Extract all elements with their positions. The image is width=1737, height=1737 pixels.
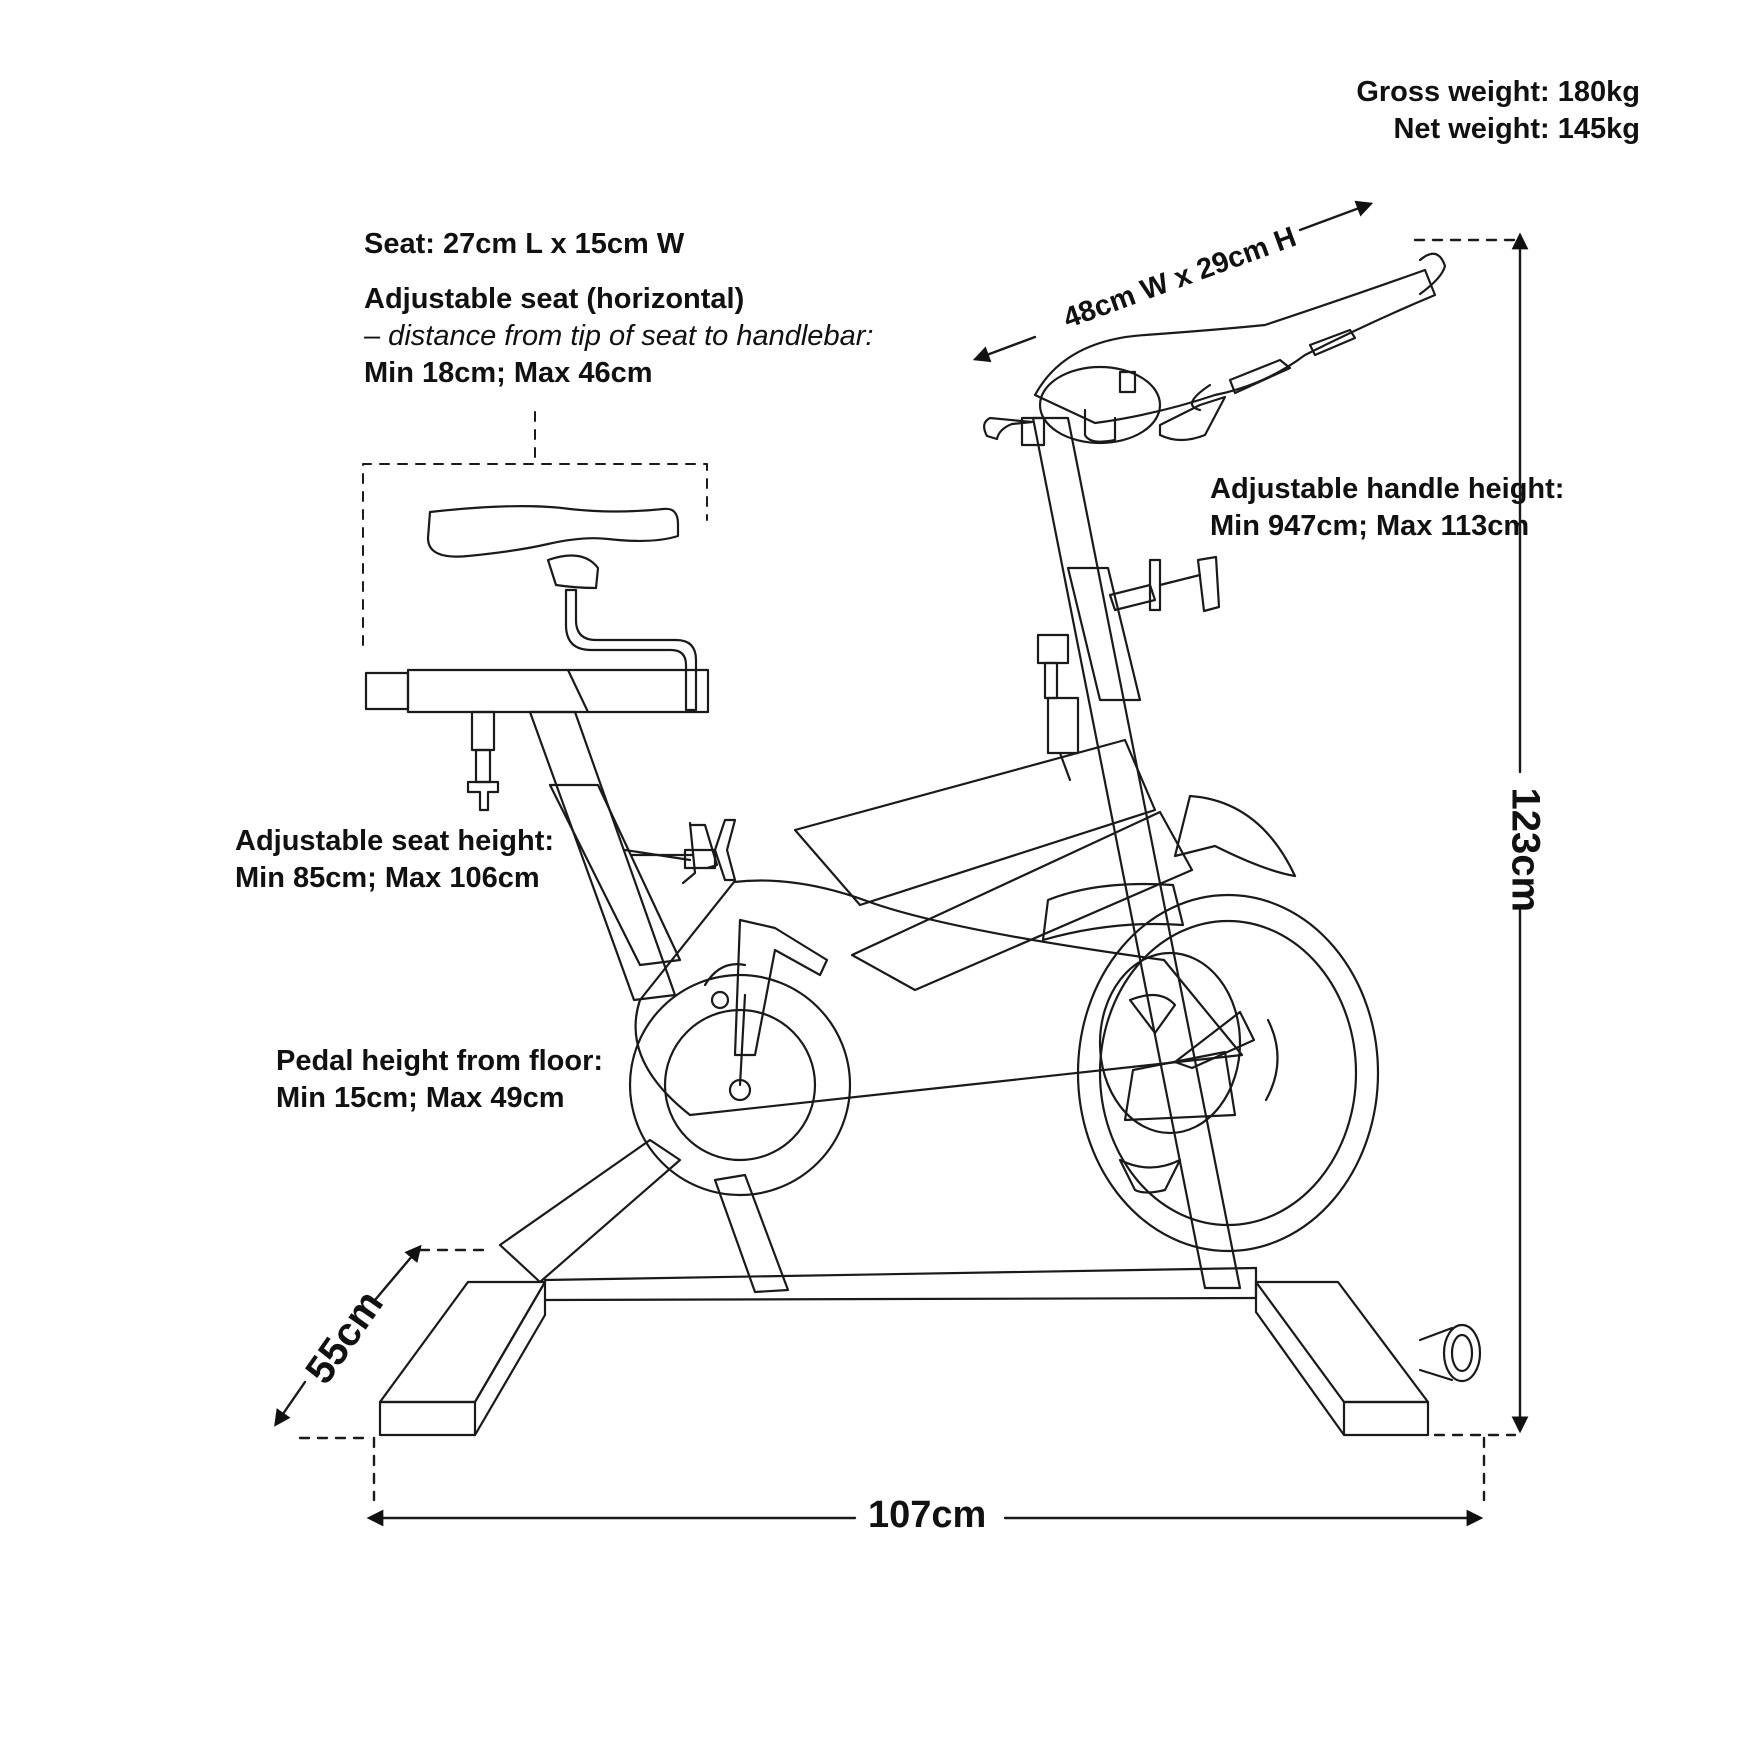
gross-weight: Gross weight: 180kg xyxy=(1356,76,1640,108)
handle-height-label: Adjustable handle height: Min 947cm; Max… xyxy=(1210,471,1564,545)
seat-horizontal-label: Adjustable seat (horizontal) – distance … xyxy=(364,281,873,392)
width-dimension xyxy=(274,1244,487,1440)
rear-stabilizer xyxy=(1254,1280,1430,1437)
crank-assembly xyxy=(628,918,852,1197)
height-label: 123cm xyxy=(1503,787,1548,913)
flywheel-guard xyxy=(1041,794,1297,942)
main-frame xyxy=(498,416,1256,1294)
pedal-height-title: Pedal height from floor: xyxy=(276,1045,604,1077)
front-stabilizer xyxy=(378,1280,547,1437)
net-weight: Net weight: 145kg xyxy=(1393,113,1640,145)
seat-size: Seat: 27cm L x 15cm W xyxy=(364,228,685,260)
seat-horizontal-title: Adjustable seat (horizontal) xyxy=(364,283,745,315)
seat-height-title: Adjustable seat height: xyxy=(235,825,555,857)
pedal-height-range: Min 15cm; Max 49cm xyxy=(276,1082,565,1114)
pedal-height-label: Pedal height from floor: Min 15cm; Max 4… xyxy=(276,1043,603,1117)
seat-size-label: Seat: 27cm L x 15cm W xyxy=(364,226,684,263)
transport-wheel xyxy=(1418,1323,1482,1383)
seat-horizontal-range: Min 18cm; Max 46cm xyxy=(364,357,653,389)
seat-height-label: Adjustable seat height: Min 85cm; Max 10… xyxy=(235,823,554,897)
handle-height-range: Min 947cm; Max 113cm xyxy=(1210,510,1530,542)
handle-height-title: Adjustable handle height: xyxy=(1210,473,1565,505)
resistance-knob xyxy=(1036,633,1080,782)
length-label: 107cm xyxy=(868,1494,987,1536)
seat-height-range: Min 85cm; Max 106cm xyxy=(235,862,540,894)
seat-guide-dashes xyxy=(362,411,708,646)
seat-height-knob xyxy=(623,818,737,882)
handlebar-dimension xyxy=(972,200,1374,363)
base-rail xyxy=(543,1266,1258,1302)
handlebar-assembly xyxy=(983,252,1447,447)
weights-block: Gross weight: 180kg Net weight: 145kg xyxy=(1300,74,1640,148)
handle-adjust-knob xyxy=(1108,555,1221,613)
height-dimension xyxy=(1413,232,1529,1437)
length-dimension xyxy=(366,1436,1486,1527)
seat-assembly xyxy=(364,505,719,885)
seat-horizontal-desc: – distance from tip of seat to handlebar… xyxy=(364,320,874,352)
